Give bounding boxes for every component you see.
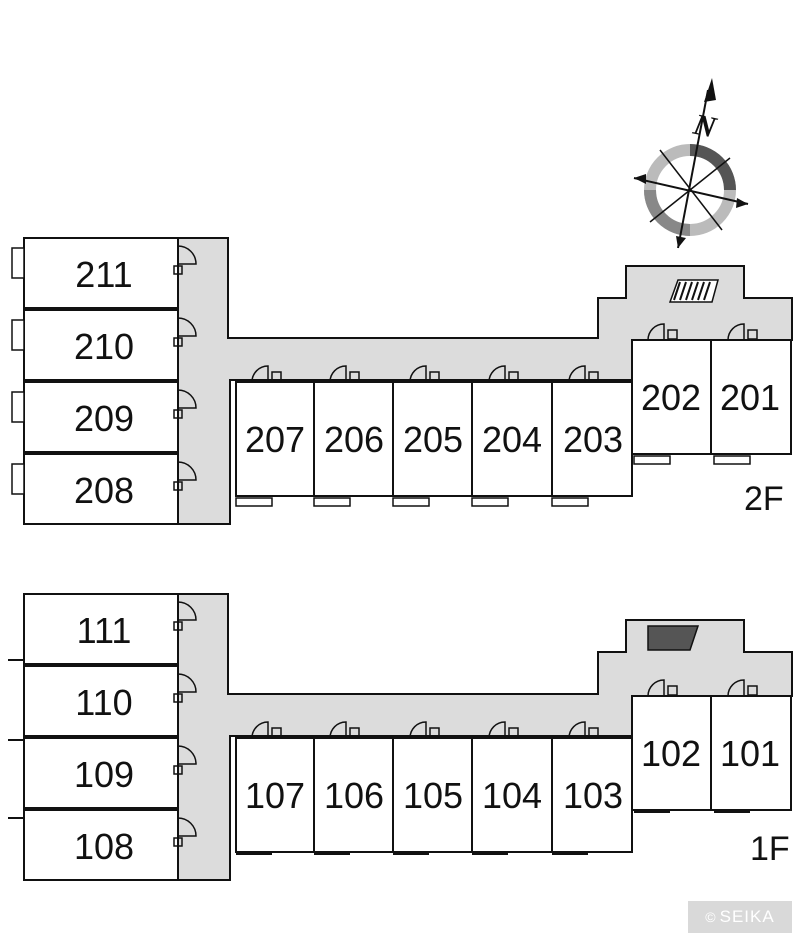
room-label: 102: [641, 733, 701, 774]
room-110: 110: [8, 665, 179, 741]
room-111: 111: [8, 593, 179, 665]
corridor-1f: [177, 593, 793, 881]
room-label: 103: [563, 775, 623, 816]
room-label: 211: [75, 254, 132, 295]
balcony-window: [633, 455, 751, 465]
room-102: 102: [631, 695, 712, 811]
room-210: 210: [11, 309, 179, 381]
stair-icon: [668, 279, 719, 303]
room-204: 204: [471, 381, 553, 497]
room-209: 209: [11, 381, 179, 453]
compass: N: [633, 78, 749, 249]
room-108: 108: [23, 809, 179, 881]
room-202: 202: [631, 339, 712, 455]
room-label: 108: [74, 826, 134, 867]
room-205: 205: [392, 381, 473, 497]
room-label: 111: [77, 610, 132, 651]
corridor-2f: [177, 237, 793, 525]
room-label: 101: [720, 733, 780, 774]
room-label: 203: [563, 419, 623, 460]
floor-label: 1F: [750, 830, 790, 868]
north-arrow-compass-icon: [633, 78, 749, 249]
room-label: 107: [245, 775, 305, 816]
door-icon: [251, 721, 599, 739]
room-208: 208: [11, 453, 179, 525]
floor-label: 2F: [744, 480, 784, 518]
door-icon: [173, 245, 197, 491]
stair-icon: [647, 625, 700, 651]
room-label: 202: [641, 377, 701, 418]
door-icon: [647, 323, 758, 341]
copyright-badge: ©SEIKA: [688, 901, 792, 933]
room-104: 104: [471, 737, 553, 853]
room-107: 107: [235, 737, 315, 853]
room-label: 105: [403, 775, 463, 816]
door-icon: [251, 365, 599, 383]
room-label: 106: [324, 775, 384, 816]
balcony-window: [235, 497, 589, 507]
room-109: 109: [8, 737, 179, 819]
room-201: 201: [710, 339, 792, 455]
room-label: 201: [720, 377, 780, 418]
room-203: 203: [551, 381, 633, 497]
room-label: 104: [482, 775, 542, 816]
door-icon: [647, 679, 758, 697]
room-label: 110: [75, 682, 132, 723]
room-106: 106: [313, 737, 394, 853]
room-207: 207: [235, 381, 315, 497]
room-101: 101: [710, 695, 792, 811]
room-label: 109: [74, 754, 134, 795]
room-206: 206: [313, 381, 394, 497]
room-label: 204: [482, 419, 542, 460]
room-label: 205: [403, 419, 463, 460]
floor-1f: 111 110 109 108 107 106: [8, 593, 793, 881]
copyright-symbol: ©: [705, 909, 717, 925]
north-label: N: [690, 108, 720, 145]
room-label: 208: [74, 470, 134, 511]
room-label: 206: [324, 419, 384, 460]
copyright-text: SEIKA: [719, 907, 775, 926]
room-103: 103: [551, 737, 633, 853]
floor-2f: 211 210 209 208 207: [11, 237, 793, 525]
room-label: 207: [245, 419, 305, 460]
room-label: 209: [74, 398, 134, 439]
room-label: 210: [74, 326, 134, 367]
room-211: 211: [11, 237, 179, 309]
room-105: 105: [392, 737, 473, 853]
door-icon: [173, 601, 197, 847]
